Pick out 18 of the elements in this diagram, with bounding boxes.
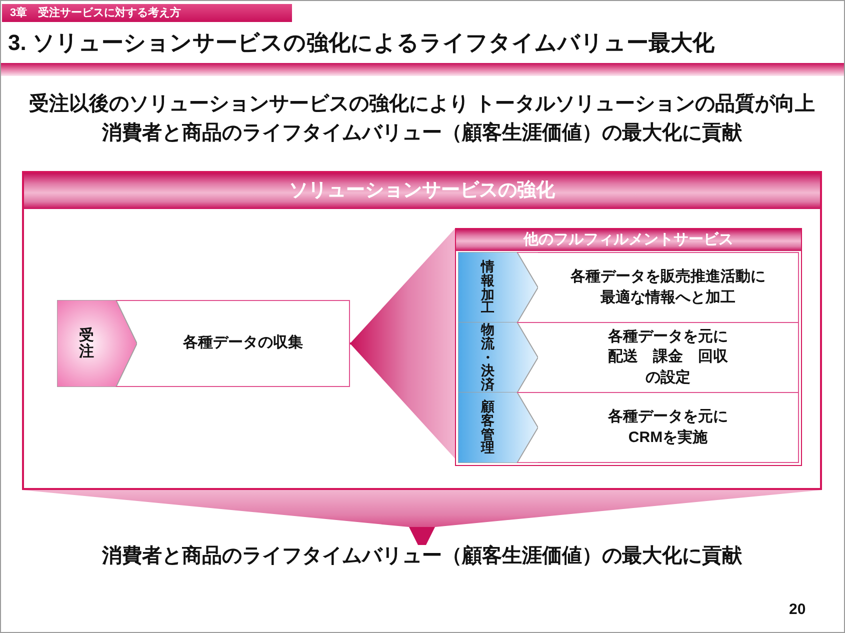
subtitle-text: 受注以後のソリューションサービスの強化により トータルソリューションの品質が向上: [29, 92, 815, 117]
chevron-label: 顧客管理: [458, 392, 538, 463]
process-box: 各種データを販売推進活動に最適な情報へと加工: [538, 252, 799, 323]
summary-text: 消費者と商品のライフタイムバリュー（顧客生涯価値）の最大化に貢献: [102, 545, 742, 567]
section-tab: 3章 受注サービスに対する考え方: [2, 4, 292, 22]
section-title: ソリューションサービスの強化: [24, 173, 820, 209]
chevron-label: 受注: [57, 300, 137, 387]
service-panel: [455, 228, 802, 466]
chevron-label: 情報加工: [458, 252, 538, 323]
subtitle-text: 消費者と商品のライフタイムバリュー（顧客生涯価値）の最大化に貢献: [102, 120, 742, 146]
wedge-arrow: [350, 228, 455, 458]
process-box: 各種データを元にCRMを実施: [538, 392, 799, 463]
section-frame: [22, 171, 822, 490]
process-box: 各種データの収集: [137, 300, 350, 387]
panel-title: 他のフルフィルメントサービス: [456, 229, 801, 251]
page-number: 20: [789, 601, 806, 618]
chevron-label: 物流・決済: [458, 322, 538, 393]
slide-title: 3. ソリューションサービスの強化によるライフタイムバリュー最大化: [8, 29, 714, 57]
